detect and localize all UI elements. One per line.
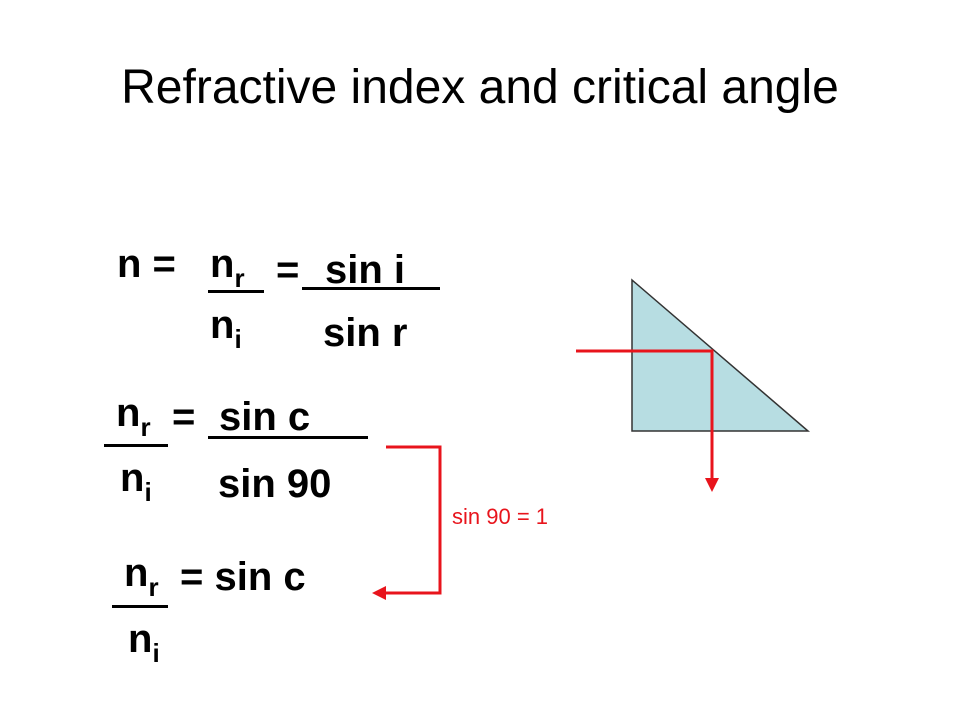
eq3-numerator-sub: r (148, 572, 159, 602)
eq1-sin-denominator: sin r (323, 311, 408, 355)
eq1-numerator: nr (210, 244, 245, 291)
slide-title: Refractive index and critical angle (121, 61, 839, 114)
eq2-numerator: nr (116, 393, 151, 440)
eq3-numerator-n: n (124, 551, 149, 595)
eq3-rhs: = sin c (180, 555, 306, 599)
eq1-sin-fraction-bar (302, 287, 440, 290)
ray-arrowhead (705, 478, 719, 492)
eq1-denominator: ni (210, 305, 242, 352)
eq3-denominator-n: n (128, 617, 153, 661)
prism-shape (631, 278, 811, 432)
eq3-numerator: nr (124, 553, 159, 600)
eq1-numerator-n: n (210, 242, 235, 286)
connector-line (386, 445, 442, 595)
eq2-denominator: ni (120, 458, 152, 505)
eq3-denominator-sub: i (152, 638, 160, 668)
eq2-fraction-bar (104, 444, 168, 447)
eq3-denominator: ni (128, 619, 160, 666)
eq1-sin-numerator: sin i (325, 248, 406, 292)
eq2-equals: = (172, 395, 196, 439)
eq2-sin-denominator: sin 90 (218, 462, 332, 506)
eq1-fraction-bar (208, 290, 264, 293)
eq2-sin-fraction-bar (208, 436, 368, 439)
eq1-denominator-n: n (210, 303, 235, 347)
eq3-fraction-bar (112, 605, 168, 608)
connector-arrowhead (372, 586, 386, 600)
eq2-sin-numerator: sin c (219, 395, 311, 439)
sin90-note: sin 90 = 1 (452, 504, 549, 529)
ray-path (576, 349, 714, 478)
eq1-equals: = (276, 248, 300, 292)
eq2-numerator-sub: r (140, 412, 151, 442)
eq2-denominator-n: n (120, 456, 145, 500)
eq1-numerator-sub: r (234, 263, 245, 293)
eq2-numerator-n: n (116, 391, 141, 435)
eq1-lhs: n = (117, 242, 176, 286)
eq1-denominator-sub: i (234, 324, 242, 354)
eq2-denominator-sub: i (144, 477, 152, 507)
